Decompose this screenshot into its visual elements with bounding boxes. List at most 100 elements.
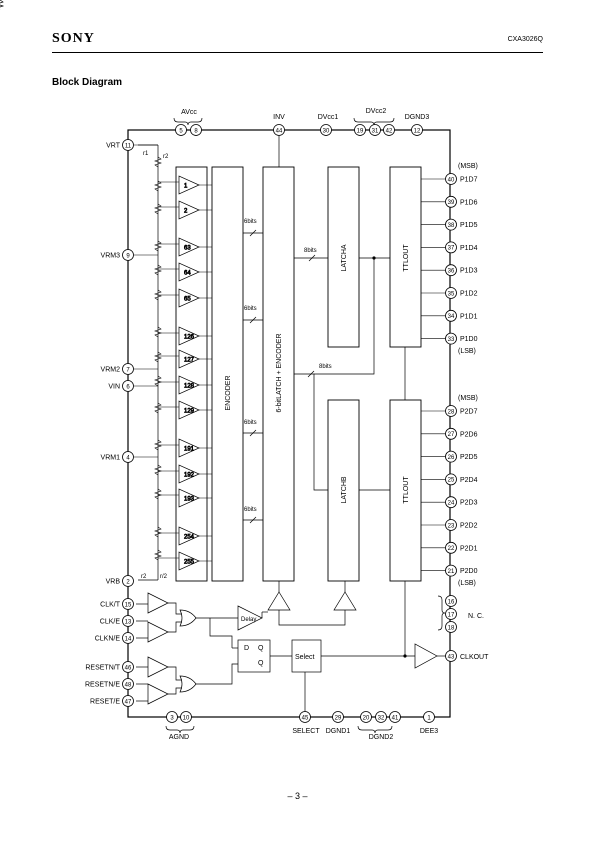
left-pin-9: 9 xyxy=(122,249,134,261)
right-pin-34: 34 xyxy=(445,309,457,322)
comparator-label-128: 128 xyxy=(184,383,195,389)
delay-label: Delay xyxy=(241,617,256,623)
right-pin-33-number: 33 xyxy=(448,337,455,343)
right-pin-35-label: P1D2 xyxy=(460,291,478,298)
right-pin-39-label: P1D6 xyxy=(460,199,478,206)
comparator-254: 254 xyxy=(158,526,212,546)
latch-encoder-label: 6-bitLATCH + ENCODER xyxy=(276,333,283,412)
right-pin-27: 27 xyxy=(445,427,457,440)
nc-pin-16-number: 16 xyxy=(448,599,455,605)
bus-label-6bits-2: 6bits xyxy=(244,306,257,312)
left-pin-7: 7 xyxy=(122,363,134,375)
comparator-63: 63 xyxy=(158,237,212,257)
right-pin-23: 23 xyxy=(445,519,457,531)
right-pin-28: 28 xyxy=(445,405,457,417)
left-pin-11: 11 xyxy=(122,139,134,151)
label-lsb-b: (LSB) xyxy=(458,580,476,587)
bottom-pin-45: 45 xyxy=(299,711,311,723)
nc-pin-17: 17 xyxy=(445,608,457,620)
bottom-pin-41-number: 41 xyxy=(392,715,399,721)
right-pin-36: 36 xyxy=(445,264,457,277)
comparator-label-255: 255 xyxy=(184,559,195,565)
left-pin-13: 13 xyxy=(122,615,134,627)
label-agnd: AGND xyxy=(169,734,189,741)
comparator-label-63: 63 xyxy=(184,245,191,251)
top-pin-44: 44 xyxy=(273,124,285,136)
nc-pin-16: 16 xyxy=(445,595,457,607)
brand-logo: SONY xyxy=(52,31,95,46)
comparator-label-64: 64 xyxy=(184,270,191,276)
ttlout-b-label: TTLOUT xyxy=(403,476,410,504)
label-msb-b: (MSB) xyxy=(458,395,478,402)
top-pin-12-number: 12 xyxy=(414,128,421,134)
comparator-191: 191 xyxy=(158,438,212,458)
header-rule xyxy=(52,52,543,53)
right-pin-38-label: P1D5 xyxy=(460,222,478,229)
bottom-pin-3: 3 xyxy=(166,711,178,723)
right-pin-34-number: 34 xyxy=(448,314,455,320)
comparator-label-191: 191 xyxy=(184,446,195,452)
left-pin-46-number: 46 xyxy=(125,665,132,671)
right-pin-21-number: 21 xyxy=(448,569,455,575)
latch-a-label: LATCHA xyxy=(341,244,348,271)
encoder-label: ENCODER xyxy=(225,375,232,410)
bottom-pin-10: 10 xyxy=(180,711,192,723)
right-pin-21-label: P2D0 xyxy=(460,568,478,575)
right-pin-40: 40 xyxy=(445,173,457,185)
top-pin-8-number: 8 xyxy=(194,128,198,134)
bus-label-6bits-4: 6bits xyxy=(244,507,257,513)
right-pin-39-number: 39 xyxy=(448,200,455,206)
label-lsb-a: (LSB) xyxy=(458,348,476,355)
left-pin-47: 47 xyxy=(122,695,134,707)
comparator-label-254: 254 xyxy=(184,534,195,540)
left-pin-46: 46 xyxy=(122,661,134,673)
comparator-127: 127 xyxy=(158,349,212,369)
left-pin-label-14: CLKN/E xyxy=(95,636,121,643)
latch-a-block xyxy=(327,166,360,348)
resistor-ladder xyxy=(0,0,159,581)
left-pin-2-number: 2 xyxy=(126,579,130,585)
right-pin-22-number: 22 xyxy=(448,546,455,552)
right-pin-37-number: 37 xyxy=(448,246,455,252)
clk-junction xyxy=(403,654,407,658)
select-label: Select xyxy=(295,654,315,661)
label-msb-a: (MSB) xyxy=(458,163,478,170)
right-pin-21: 21 xyxy=(445,564,457,577)
dff-qn-label: Q xyxy=(258,660,264,667)
nc-pin-17-number: 17 xyxy=(448,612,455,618)
junction-dot xyxy=(372,256,376,260)
comparator-column xyxy=(175,166,208,582)
bottom-pin-29: 29 xyxy=(332,711,344,723)
clkout-pin: 43 xyxy=(445,650,457,662)
bottom-pin-1: 1 xyxy=(423,711,435,723)
right-pin-24-number: 24 xyxy=(448,501,455,507)
ttlout-a-label: TTLOUT xyxy=(403,244,410,272)
left-pin-label-2: VRB xyxy=(106,579,121,586)
right-pin-26-label: P2D5 xyxy=(460,454,478,461)
right-pin-39: 39 xyxy=(445,195,457,208)
right-pin-28-number: 28 xyxy=(448,409,455,415)
left-pin-4: 4 xyxy=(122,451,134,463)
left-pin-4-number: 4 xyxy=(126,455,130,461)
eight-bit-buses xyxy=(294,254,390,491)
left-pin-7-number: 7 xyxy=(126,367,130,373)
clock-wiring xyxy=(136,347,450,712)
bottom-pin-45-number: 45 xyxy=(302,715,309,721)
left-pin-14: 14 xyxy=(122,632,134,644)
left-pin-label-9: VRM3 xyxy=(101,253,121,260)
label-dgnd2: DGND2 xyxy=(369,734,394,741)
comparator-2: 2 xyxy=(158,200,212,220)
top-pin-42: 42 xyxy=(383,124,395,136)
right-pin-22: 22 xyxy=(445,541,457,554)
right-pin-35: 35 xyxy=(445,287,457,299)
section-title: Block Diagram xyxy=(52,77,123,88)
comparator-label-193: 193 xyxy=(184,496,195,502)
page-number: – 3 – xyxy=(287,791,308,801)
top-pin-5-number: 5 xyxy=(179,128,183,134)
right-pin-27-number: 27 xyxy=(448,432,455,438)
resistor-label-r1: r1 xyxy=(143,151,149,157)
top-pin-31: 31 xyxy=(369,124,381,136)
comparator-192: 192 xyxy=(158,464,212,484)
right-pin-35-number: 35 xyxy=(448,291,455,297)
